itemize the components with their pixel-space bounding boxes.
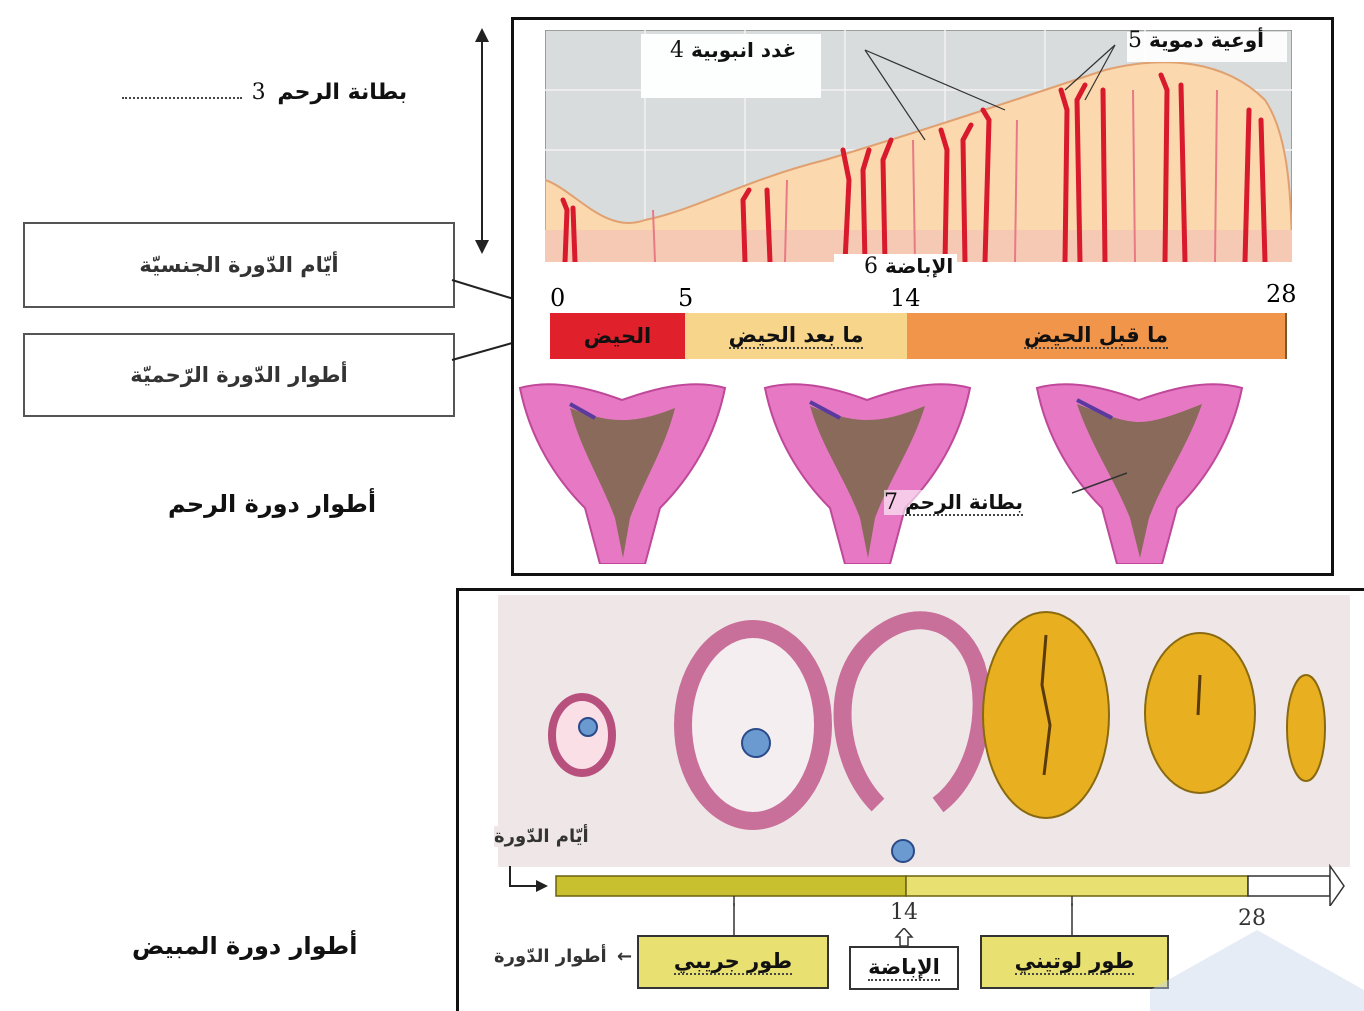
uterine-phases-box-text: أطوار الدّورة الرّحميّة — [130, 363, 347, 387]
endometrium-label-3: بطانة الرحم 3 — [122, 80, 407, 105]
ovary-days-bar — [500, 858, 1350, 906]
thickness-double-arrow — [470, 28, 494, 254]
ovary-cycle-title: أطوار دورة المبيض — [132, 932, 358, 960]
ovulation-text-top: الإباضة — [885, 254, 953, 278]
number-6: 6 — [864, 254, 878, 279]
number-7: 7 — [884, 490, 898, 515]
stage-follicular-label: طور جريبي — [674, 949, 792, 975]
endometrium-label-7: بطانة الرحم 7 — [884, 490, 1023, 515]
ovary-illustration — [498, 595, 1350, 867]
day-tick-0: 0 — [550, 284, 565, 312]
uterus-drawing-1 — [515, 378, 730, 564]
uterus-drawing-2 — [760, 378, 975, 564]
watermark-shape — [1150, 930, 1364, 1011]
phase-menstruation-label: الحيض — [584, 324, 651, 348]
endometrium-text-bottom: بطانة الرحم — [905, 490, 1023, 516]
ovary-cycle-phases-label: أطوار الدّورة ← — [494, 946, 632, 967]
uterus-cycle-title: أطوار دورة الرحم — [168, 490, 376, 518]
day-tick-5: 5 — [678, 284, 693, 312]
glands-label: غدد انبوبية 4 — [650, 38, 796, 63]
ovary-tick-14: 14 — [890, 900, 918, 925]
phase-postmenstrual-label: ما بعد الحيض — [729, 323, 864, 349]
ovary-tick-28: 28 — [1238, 906, 1266, 931]
phase-premenstrual: ما قبل الحيض — [907, 313, 1287, 359]
endometrium-text: بطانة الرحم — [277, 80, 407, 105]
stage-luteal: طور لوتيني — [980, 935, 1169, 989]
uterine-phases-box: أطوار الدّورة الرّحميّة — [23, 333, 455, 417]
ovulation-label-6: الإباضة 6 — [834, 254, 957, 279]
phase-premenstrual-label: ما قبل الحيض — [1024, 323, 1168, 349]
phase-menstruation: الحيض — [550, 313, 687, 359]
cycle-days-box-text: أيّام الدّورة الجنسيّة — [139, 253, 338, 277]
glands-text: غدد انبوبية — [691, 38, 796, 62]
phase-postmenstrual: ما بعد الحيض — [685, 313, 909, 359]
ovulation-up-arrow — [894, 928, 914, 946]
vessels-text: أوعية دموية — [1149, 28, 1264, 52]
stage-follicular: طور جريبي — [637, 935, 829, 989]
vessels-label: أوعية دموية 5 — [1128, 28, 1264, 53]
day-tick-14: 14 — [890, 284, 921, 312]
uterus-drawing-3 — [1032, 378, 1247, 564]
phases-arrow-icon: ← — [617, 946, 632, 967]
number-5: 5 — [1128, 28, 1142, 53]
endometrium-dots — [122, 97, 242, 99]
ovary-cycle-days-label: أيّام الدّورة — [494, 826, 589, 847]
endometrium-illustration — [545, 30, 1292, 262]
number-4: 4 — [670, 38, 684, 63]
number-3: 3 — [252, 80, 266, 105]
day-tick-28: 28 — [1266, 280, 1297, 308]
stage-luteal-label: طور لوتيني — [1015, 949, 1135, 975]
stage-ovulation: الإباضة — [849, 946, 959, 990]
cycle-days-box: أيّام الدّورة الجنسيّة — [23, 222, 455, 308]
stage-ovulation-label: الإباضة — [868, 955, 940, 981]
ovary-cycle-phases-text: أطوار الدّورة — [494, 946, 607, 967]
